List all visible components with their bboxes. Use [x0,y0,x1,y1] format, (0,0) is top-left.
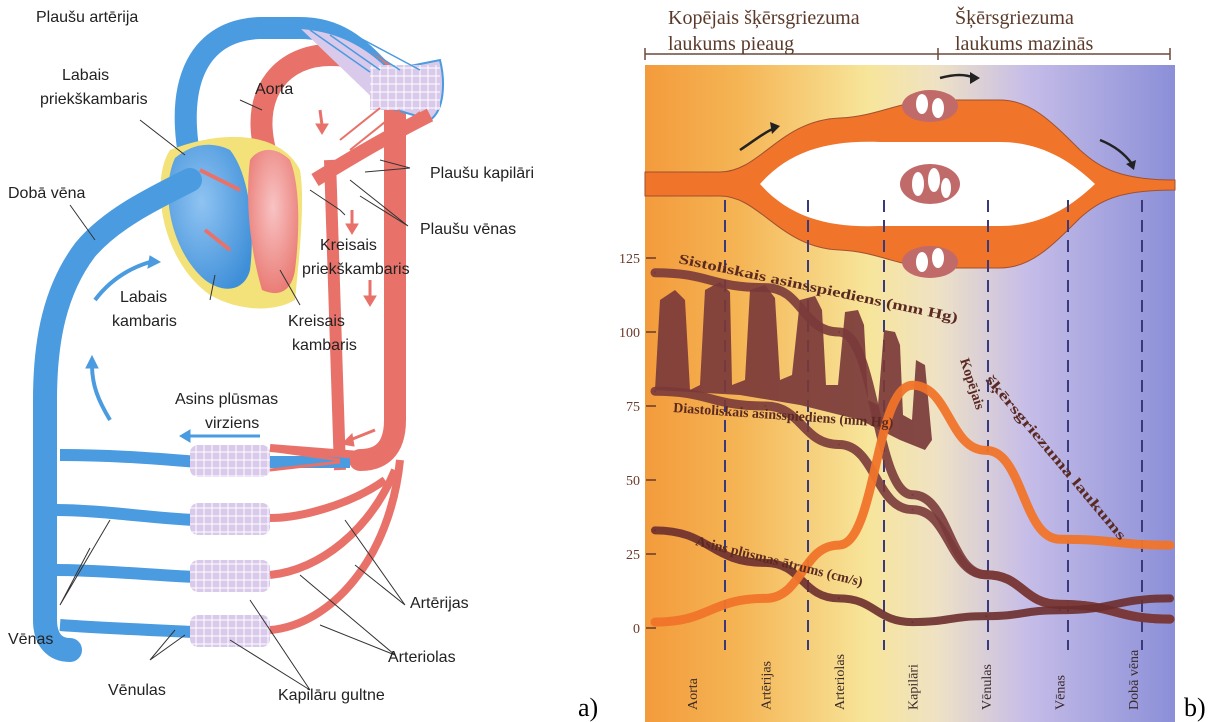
label-right-atrium: Labais [62,67,109,84]
label-venules: Vēnulas [108,682,166,699]
label-flow-direction-2: virziens [205,415,259,432]
data-point [838,331,840,333]
data-point [654,621,656,623]
data-point [654,529,656,531]
data-point [654,272,656,274]
header-left-line2: laukums pieaug [668,33,794,55]
label-pulmonary-veins: Plaušu vēnas [420,221,516,238]
label-left-atrium: Kreisais [320,237,377,254]
x-category-label: Dobā vēna [1127,649,1142,710]
data-point [1059,609,1061,611]
panel-a-circulation-diagram: Plaušu artērija Labais priekškambaris Ao… [8,9,598,722]
y-tick-label: 25 [626,548,640,563]
data-point [912,384,914,386]
label-flow-direction: Asins plūsmas [175,391,278,408]
data-point [1059,538,1061,540]
x-category-label: Artērijas [759,661,774,710]
panel-b-letter: b) [1184,693,1206,722]
label-arterioles: Arteriolas [388,649,456,666]
x-category-label: Vēnulas [980,664,995,710]
data-point [838,597,840,599]
label-left-ventricle: Kreisais [288,313,345,330]
data-point [912,621,914,623]
right-atrium-chamber [168,145,252,289]
data-point [764,597,766,599]
label-right-atrium-2: priekškambaris [40,91,148,108]
panel-a-letter: a) [578,693,598,722]
label-capillary-bed: Kapilāru gultne [278,687,385,704]
data-point [1059,603,1061,605]
data-point [1169,597,1171,599]
data-point [764,287,766,289]
label-left-ventricle-2: kambaris [292,337,357,354]
x-category-label: Kapilāri [907,664,922,710]
y-tick-label: 125 [619,252,640,267]
label-arteries: Artērijas [410,595,469,612]
header-left-line1: Kopējais šķērsgriezuma [668,7,860,29]
label-veins: Vēnas [8,631,53,648]
label-aorta: Aorta [255,81,293,98]
y-tick-label: 75 [626,400,640,415]
heart [160,137,302,309]
label-right-ventricle-2: kambaris [112,313,177,330]
y-tick-label: 50 [626,474,640,489]
header-right-line2: laukums mazinās [955,33,1094,55]
data-point [838,443,840,445]
data-point [1169,618,1171,620]
x-category-label: Aorta [686,677,701,710]
y-tick-label: 0 [633,622,640,637]
x-category-label: Arteriolas [833,654,848,710]
panel-b-hemodynamics-chart: Kopējais šķērsgriezuma laukums pieaug Šķ… [619,5,1206,722]
data-point [985,574,987,576]
y-tick-label: 100 [619,326,640,341]
data-point [1169,544,1171,546]
label-pulmonary-artery: Plaušu artērija [36,9,138,26]
data-point [985,449,987,451]
data-point [654,390,656,392]
data-point [985,615,987,617]
data-point [838,544,840,546]
label-right-ventricle: Labais [120,289,167,306]
data-point [912,494,914,496]
label-vena-cava: Dobā vēna [8,185,85,202]
data-point [912,509,914,511]
systemic-capillary-beds [55,445,400,647]
label-left-atrium-2: priekškambaris [302,261,410,278]
header-right-line1: Šķērsgriezuma [955,5,1074,29]
x-category-label: Vēnas [1054,675,1069,710]
label-pulmonary-capillaries: Plaušu kapilāri [430,165,534,182]
